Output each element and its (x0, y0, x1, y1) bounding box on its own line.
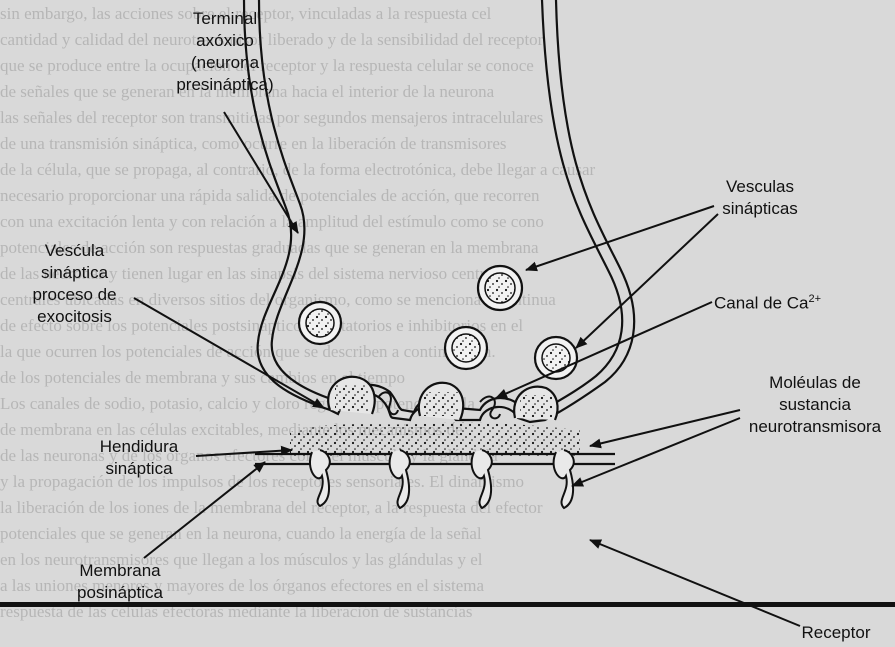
synaptic-vesicle (445, 327, 487, 369)
label-vesiculas-sinapticas: Vesculas sinápticas (700, 176, 820, 220)
receptor-protein (390, 450, 410, 508)
label-line: axóxico (150, 30, 300, 52)
label-vesicula-exocitosis: Vesćula sináptica proceso de exocitosis (12, 240, 137, 328)
label-line: sinápticas (700, 198, 820, 220)
label-line: neurotransmisora (735, 416, 895, 438)
label-line: Canal de Ca (714, 294, 809, 313)
label-canal-calcio: Canal de Ca2+ (714, 288, 854, 315)
synaptic-vesicle (535, 337, 577, 379)
label-hendidura-sinaptica: Hendidura sináptica (84, 436, 194, 480)
arrow-terminal (224, 112, 298, 233)
label-line: Vesćula (12, 240, 137, 262)
label-line: posináptica (60, 582, 180, 604)
label-line: Terminal (150, 8, 300, 30)
arrow-vesicula-exo (134, 298, 324, 408)
synaptic-cleft-transmitters (290, 422, 580, 456)
label-line: sináptica (84, 458, 194, 480)
label-membrana-posinaptica: Membrana posináptica (60, 560, 180, 604)
label-receptor: Receptor (786, 622, 886, 644)
label-line: Hendidura (84, 436, 194, 458)
label-line: Membrana (60, 560, 180, 582)
label-moleculas-neurotransmisora: Moléulas de sustancia neurotransmisora (735, 372, 895, 438)
receptor-protein (554, 450, 574, 508)
synaptic-vesicle (478, 266, 522, 310)
label-terminal-axonico: Terminal axóxico (neurona presináptica) (150, 8, 300, 96)
arrow-vesiculas-2 (576, 214, 718, 348)
label-line: Moléulas de (735, 372, 895, 394)
receptor-protein (310, 450, 330, 506)
neurotransmitter-dots (335, 385, 369, 411)
label-line: Receptor (786, 622, 886, 644)
label-line: exocitosis (12, 306, 137, 328)
synaptic-vesicle (299, 302, 341, 344)
label-line: Vesculas (700, 176, 820, 198)
arrow-receptor (590, 540, 800, 626)
arrow-vesiculas-1 (526, 206, 714, 270)
neurotransmitter-dots (424, 392, 458, 416)
label-line: (neurona (150, 52, 300, 74)
label-superscript: 2+ (809, 293, 822, 305)
label-line: sustancia (735, 394, 895, 416)
neurotransmitter-dots (520, 395, 552, 417)
label-line: presináptica) (150, 74, 300, 96)
arrow-moleculas-2 (572, 418, 740, 486)
label-line: sináptica (12, 262, 137, 284)
label-line: proceso de (12, 284, 137, 306)
receptor-protein (472, 450, 492, 508)
